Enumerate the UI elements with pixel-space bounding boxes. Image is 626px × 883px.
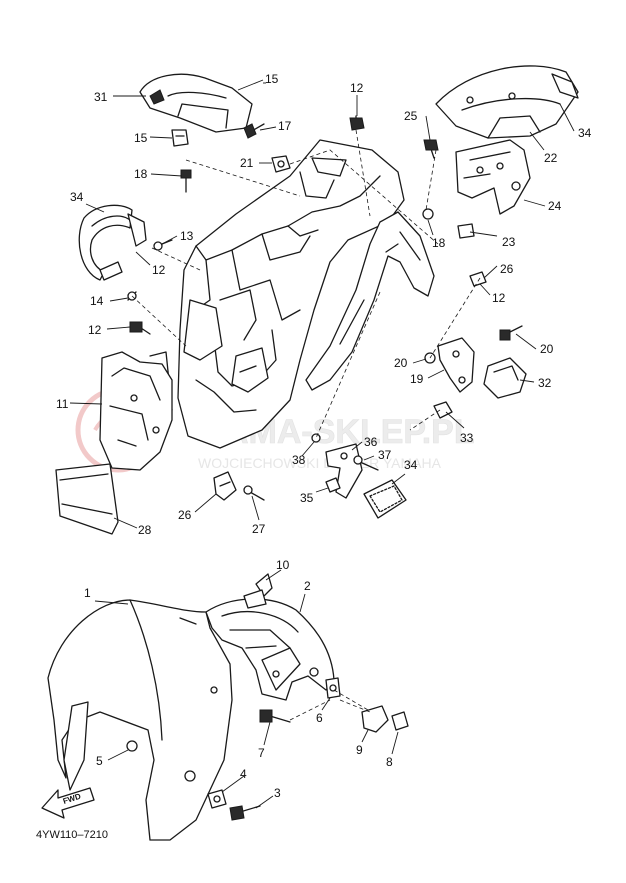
callout-29: 26 bbox=[178, 508, 192, 522]
callout-31: 28 bbox=[138, 523, 152, 537]
callout-2: 2 bbox=[304, 579, 311, 593]
callout-9: 9 bbox=[356, 743, 363, 757]
part-7-bolt bbox=[259, 709, 291, 723]
part-2-inner-fender bbox=[205, 598, 335, 701]
callout-28: 26 bbox=[500, 262, 514, 276]
callout-40: 37 bbox=[378, 448, 392, 462]
callout-37: 34 bbox=[404, 458, 418, 472]
part-30-screw bbox=[243, 485, 265, 501]
callout-16: 15 bbox=[134, 131, 148, 145]
callout-1: 1 bbox=[84, 586, 91, 600]
callout-18: 18 bbox=[134, 167, 148, 181]
part-39-reflector-bracket bbox=[325, 443, 363, 499]
part-16-clip bbox=[171, 129, 189, 147]
callout-13: 12 bbox=[492, 291, 506, 305]
leader-lines bbox=[69, 79, 575, 809]
part-8-nut bbox=[391, 711, 409, 731]
part-35-damper bbox=[483, 357, 527, 399]
part-25-clip bbox=[457, 223, 475, 239]
callout-14: 12 bbox=[152, 263, 166, 277]
part-38-nut bbox=[325, 477, 341, 493]
part-24-tail-cover bbox=[435, 65, 579, 139]
callout-15: 13 bbox=[180, 229, 194, 243]
part-29-bracket bbox=[213, 471, 237, 501]
callout-39: 36 bbox=[364, 435, 378, 449]
part-18-screw-a bbox=[243, 123, 265, 139]
callout-23: 21 bbox=[240, 156, 254, 170]
fwd-arrow-icon: FWD bbox=[41, 787, 95, 819]
callout-24: 22 bbox=[544, 151, 558, 165]
callout-27: 25 bbox=[404, 109, 418, 123]
part-27-bolt bbox=[423, 139, 439, 159]
callout-6: 6 bbox=[316, 711, 323, 725]
part-21-screw bbox=[499, 325, 523, 341]
main-rear-fender bbox=[149, 139, 405, 449]
part-33-emblem bbox=[551, 73, 579, 99]
callout-11: 11 bbox=[56, 397, 69, 411]
callout-10: 10 bbox=[276, 558, 290, 572]
callout-36: 33 bbox=[460, 431, 474, 445]
part-17-flap-cover bbox=[139, 73, 253, 133]
part-32-side-guard bbox=[78, 204, 147, 281]
part-3-bolt bbox=[229, 805, 261, 821]
part-23-nut bbox=[271, 155, 291, 173]
callout-21: 20 bbox=[540, 342, 554, 356]
part-15-screw-a bbox=[153, 239, 173, 251]
callout-12: 12 bbox=[88, 323, 102, 337]
part-20-plate bbox=[437, 337, 475, 393]
part-12-bolt-left bbox=[129, 321, 151, 335]
callout-19: 18 bbox=[432, 236, 446, 250]
callout-8: 8 bbox=[386, 755, 393, 769]
callout-3: 3 bbox=[274, 786, 281, 800]
part-26-bracket bbox=[455, 139, 531, 215]
part-19-nut bbox=[422, 208, 434, 220]
part-37-reflector bbox=[363, 479, 407, 519]
callout-34: 31 bbox=[94, 90, 108, 104]
part-28-nut bbox=[469, 271, 487, 287]
part-41-washer bbox=[311, 433, 321, 443]
callout-32: 34 bbox=[70, 190, 84, 204]
part-12-bolt-top bbox=[349, 115, 365, 131]
callout-12: 12 bbox=[350, 81, 364, 95]
callout-33: 34 bbox=[578, 126, 592, 140]
part-18-screw-b bbox=[180, 169, 192, 193]
part-31-rear-flap bbox=[55, 463, 119, 535]
callout-35: 32 bbox=[538, 376, 552, 390]
callout-7: 7 bbox=[258, 746, 265, 760]
fender-side-rail bbox=[305, 211, 435, 391]
lower-assembly-guides bbox=[289, 689, 371, 721]
callout-15: 14 bbox=[90, 294, 104, 308]
part-40-screw bbox=[353, 455, 379, 471]
diagram-code: 4YW110–7210 bbox=[36, 829, 108, 841]
part-6-collar bbox=[325, 677, 341, 699]
callout-labels: 31 15 15 17 18 21 12 25 34 22 24 34 13 1… bbox=[56, 72, 592, 800]
callout-38: 35 bbox=[300, 491, 314, 505]
callout-26: 24 bbox=[548, 199, 562, 213]
part-10-emblem bbox=[243, 573, 273, 609]
callout-4: 4 bbox=[240, 767, 247, 781]
callout-5: 5 bbox=[96, 754, 103, 768]
callout-41: 38 bbox=[292, 453, 306, 467]
upper-assembly-guides bbox=[131, 129, 481, 439]
watermark-line2: WOJCIECHOWSKI DEALER YAMAHA bbox=[198, 455, 442, 471]
part-36-nut bbox=[433, 401, 453, 419]
callout-18: 17 bbox=[278, 119, 292, 133]
callout-30: 27 bbox=[252, 522, 266, 536]
callout-20: 19 bbox=[410, 372, 424, 386]
part-11-inner-box bbox=[99, 351, 173, 471]
part-1-front-fender bbox=[47, 599, 233, 841]
callout-22: 20 bbox=[394, 356, 408, 370]
callout-25: 23 bbox=[502, 235, 516, 249]
part-4-collar bbox=[207, 789, 227, 809]
callout-17: 15 bbox=[265, 72, 279, 86]
part-9-bracket bbox=[361, 705, 389, 733]
